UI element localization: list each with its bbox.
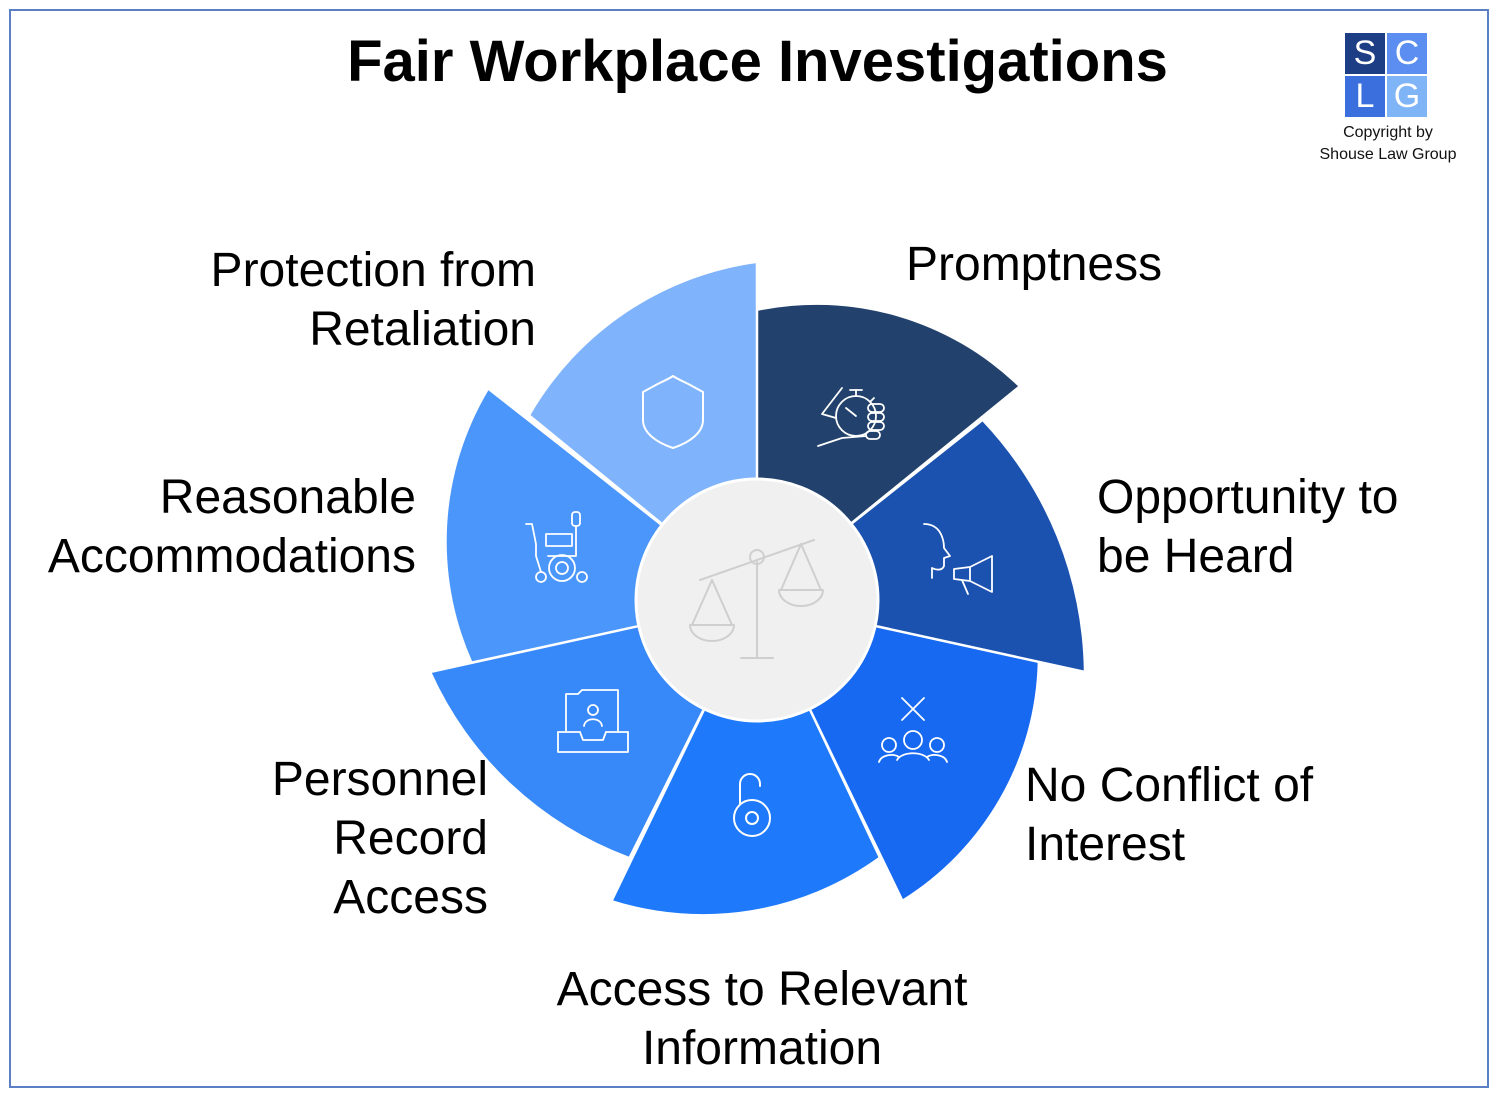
group-no-conflict-icon bbox=[878, 697, 948, 763]
label-no-conflict-of-interest: No Conflict of Interest bbox=[1025, 756, 1313, 874]
label-personnel-record-access: Personnel Record Access bbox=[272, 750, 488, 927]
label-line: Interest bbox=[1025, 818, 1186, 871]
unlocked-padlock-icon bbox=[733, 773, 771, 837]
label-line: Promptness bbox=[906, 238, 1163, 291]
speaker-megaphone-icon bbox=[923, 523, 993, 595]
label-promptness: Promptness bbox=[906, 235, 1162, 294]
label-line: Access to Relevant bbox=[556, 963, 968, 1016]
copyright-notice: Copyright by Shouse Law Group bbox=[1300, 122, 1476, 166]
personnel-file-tray-icon bbox=[557, 689, 629, 753]
wheelchair-icon bbox=[525, 511, 588, 583]
logo-letter-l: L bbox=[1345, 76, 1385, 117]
label-line: be Heard bbox=[1097, 530, 1295, 583]
label-line: Information bbox=[641, 1022, 883, 1075]
logo-letter-g: G bbox=[1387, 76, 1427, 117]
label-reasonable-accommodations: Reasonable Accommodations bbox=[48, 468, 416, 586]
label-line: Record bbox=[333, 812, 488, 865]
border-frame bbox=[9, 9, 1489, 1088]
label-protection-from-retaliation: Protection from Retaliation bbox=[211, 241, 536, 359]
page-title: Fair Workplace Investigations bbox=[347, 29, 1168, 94]
label-line: Opportunity to bbox=[1097, 471, 1399, 524]
balance-scale-icon bbox=[689, 539, 824, 659]
stopwatch-hand-icon bbox=[817, 387, 885, 447]
label-line: No Conflict of bbox=[1025, 759, 1314, 812]
logo-letter-c: C bbox=[1387, 33, 1427, 74]
logo-letter-s: S bbox=[1345, 33, 1385, 74]
copyright-line: Copyright by bbox=[1343, 124, 1433, 141]
label-line: Access bbox=[333, 871, 488, 924]
sclg-logo: S C L G bbox=[1345, 33, 1429, 119]
shield-icon bbox=[642, 375, 704, 449]
label-access-to-relevant-information: Access to Relevant Information bbox=[512, 960, 1012, 1078]
label-line: Protection from bbox=[210, 244, 536, 297]
label-line: Accommodations bbox=[47, 530, 416, 583]
copyright-line: Shouse Law Group bbox=[1319, 146, 1457, 163]
segment-access-to-relevant-information bbox=[611, 600, 879, 915]
label-line: Personnel bbox=[271, 753, 488, 806]
label-line: Reasonable bbox=[159, 471, 416, 524]
label-opportunity-to-be-heard: Opportunity to be Heard bbox=[1097, 468, 1399, 586]
label-line: Retaliation bbox=[309, 303, 536, 356]
